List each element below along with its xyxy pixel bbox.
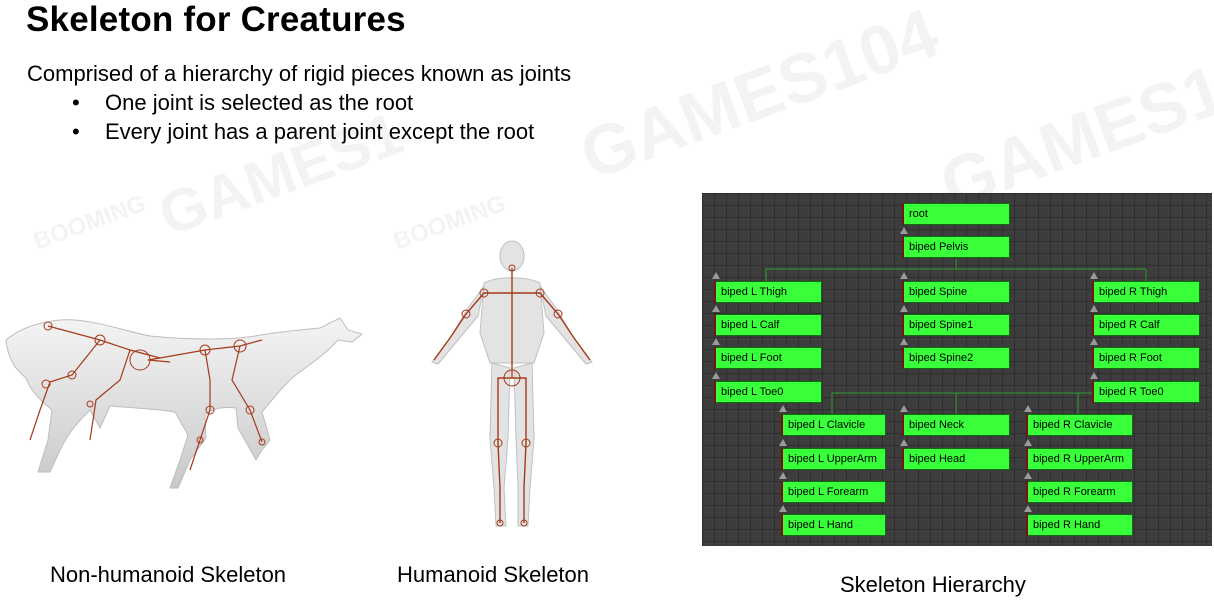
- joint-node-r-hand[interactable]: biped R Hand: [1026, 514, 1133, 536]
- bullet-list: • One joint is selected as the root • Ever…: [72, 89, 534, 147]
- joint-node-r-upperarm[interactable]: biped R UpperArm: [1026, 448, 1133, 470]
- watermark-booming: BOOMING: [30, 190, 150, 256]
- bullet-text: One joint is selected as the root: [105, 90, 414, 115]
- joint-node-spine1[interactable]: biped Spine1: [902, 314, 1010, 336]
- page-title: Skeleton for Creatures: [26, 0, 406, 39]
- joint-node-l-hand[interactable]: biped L Hand: [781, 514, 886, 536]
- humanoid-caption: Humanoid Skeleton: [397, 562, 590, 587]
- expand-arrow-icon: [712, 338, 720, 345]
- humanoid-bones: [433, 268, 591, 523]
- watermark-games104: GAMES104: [570, 0, 948, 195]
- expand-arrow-icon: [779, 405, 787, 412]
- joint-node-spine[interactable]: biped Spine: [902, 281, 1010, 303]
- bullet-item: • One joint is selected as the root: [72, 89, 534, 118]
- expand-arrow-icon: [1090, 272, 1098, 279]
- joint-node-r-forearm[interactable]: biped R Forearm: [1026, 481, 1133, 503]
- joint-node-l-upperarm[interactable]: biped L UpperArm: [781, 448, 886, 470]
- horse-bones: [29, 325, 263, 471]
- joint-node-r-thigh[interactable]: biped R Thigh: [1092, 281, 1200, 303]
- joint-node-r-calf[interactable]: biped R Calf: [1092, 314, 1200, 336]
- intro-text: Comprised of a hierarchy of rigid pieces…: [27, 61, 572, 86]
- joint-markers: [461, 264, 563, 527]
- joint-node-l-thigh[interactable]: biped L Thigh: [714, 281, 822, 303]
- bullet-dot: •: [72, 90, 80, 115]
- joint-node-neck[interactable]: biped Neck: [902, 414, 1010, 436]
- joint-node-root[interactable]: root: [902, 203, 1010, 225]
- joint-node-pelvis[interactable]: biped Pelvis: [902, 236, 1010, 258]
- horse-body: [5, 317, 364, 489]
- joint-node-head[interactable]: biped Head: [902, 448, 1010, 470]
- expand-arrow-icon: [900, 405, 908, 412]
- joint-node-l-foot[interactable]: biped L Foot: [714, 347, 822, 369]
- joint-node-l-forearm[interactable]: biped L Forearm: [781, 481, 886, 503]
- expand-arrow-icon: [1024, 439, 1032, 446]
- joint-node-r-clavicle[interactable]: biped R Clavicle: [1026, 414, 1133, 436]
- joint-node-l-toe0[interactable]: biped L Toe0: [714, 381, 822, 403]
- expand-arrow-icon: [779, 439, 787, 446]
- bullet-dot: •: [72, 119, 80, 144]
- expand-arrow-icon: [779, 505, 787, 512]
- joint-node-r-foot[interactable]: biped R Foot: [1092, 347, 1200, 369]
- expand-arrow-icon: [900, 338, 908, 345]
- horse-skeleton-figure: [5, 317, 364, 489]
- expand-arrow-icon: [1090, 338, 1098, 345]
- expand-arrow-icon: [712, 372, 720, 379]
- joint-node-l-clavicle[interactable]: biped L Clavicle: [781, 414, 886, 436]
- expand-arrow-icon: [900, 439, 908, 446]
- expand-arrow-icon: [1024, 405, 1032, 412]
- expand-arrow-icon: [1090, 372, 1098, 379]
- bullet-item: • Every joint has a parent joint except t…: [72, 118, 534, 147]
- expand-arrow-icon: [900, 305, 908, 312]
- joint-markers: [41, 321, 266, 446]
- expand-arrow-icon: [900, 227, 908, 234]
- expand-arrow-icon: [1090, 305, 1098, 312]
- hierarchy-caption: Skeleton Hierarchy: [840, 572, 1026, 597]
- expand-arrow-icon: [712, 305, 720, 312]
- joint-node-spine2[interactable]: biped Spine2: [902, 347, 1010, 369]
- non-humanoid-caption: Non-humanoid Skeleton: [50, 562, 287, 587]
- humanoid-skeleton-figure: [431, 240, 593, 527]
- bullet-text: Every joint has a parent joint except th…: [105, 119, 535, 144]
- skeleton-hierarchy-panel: root biped Pelvis biped L Thigh biped Spine…: [702, 193, 1212, 546]
- expand-arrow-icon: [900, 272, 908, 279]
- expand-arrow-icon: [779, 472, 787, 479]
- hierarchy-links: [765, 259, 1147, 414]
- expand-arrow-icon: [712, 272, 720, 279]
- joint-node-r-toe0[interactable]: biped R Toe0: [1092, 381, 1200, 403]
- expand-arrow-icon: [1024, 472, 1032, 479]
- joint-node-l-calf[interactable]: biped L Calf: [714, 314, 822, 336]
- expand-arrow-icon: [1024, 505, 1032, 512]
